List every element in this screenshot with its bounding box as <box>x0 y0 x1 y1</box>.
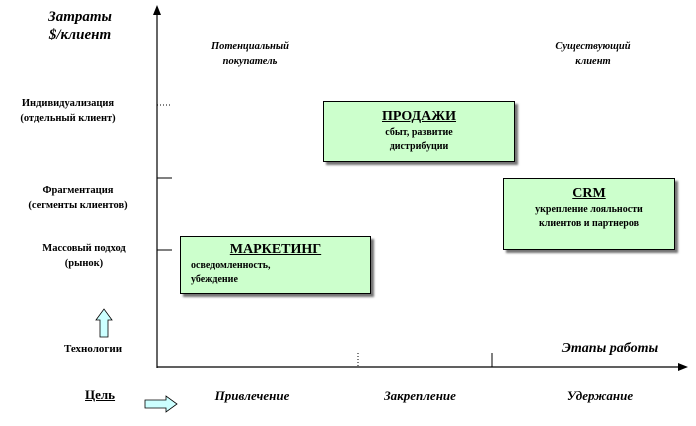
y-axis-title-line2: $/клиент <box>48 27 112 43</box>
level-individual-line2: (отдельный клиент) <box>20 113 116 124</box>
crm-desc-line2: клиентов и партнеров <box>538 218 640 229</box>
sales-title: ПРОДАЖИ <box>381 109 457 124</box>
existing-client-label: Существующий клиент <box>528 39 658 69</box>
potential-buyer-line2: покупатель <box>222 56 278 67</box>
y-axis-title: Затраты $/клиент <box>20 8 140 44</box>
level-individual-line1: Индивидуализация <box>21 98 115 109</box>
y-axis-title-line1: Затраты <box>48 9 112 25</box>
level-mass-line1: Массовый подход <box>42 243 126 254</box>
y-axis-arrowhead <box>153 5 161 15</box>
level-fragment-line2: (сегменты клиентов) <box>28 200 128 211</box>
x-axis-title: Этапы работы <box>561 341 659 356</box>
level-label-individual: Индивидуализация (отдельный клиент) <box>0 96 136 126</box>
technology-up-arrow-icon <box>95 308 113 338</box>
crm-desc-line1: укрепление лояльности <box>535 204 643 215</box>
level-mass-line2: (рынок) <box>64 258 104 269</box>
stage-attraction: Привлечение <box>214 388 290 403</box>
potential-buyer-label: Потенциальный покупатель <box>185 39 315 69</box>
crm-box: CRM укрепление лояльности клиентов и пар… <box>503 178 675 250</box>
marketing-title: МАРКЕТИНГ <box>229 242 322 257</box>
goal-label: Цель <box>85 387 116 402</box>
marketing-desc-line2: убеждение <box>191 274 238 285</box>
goal-right-arrow-icon <box>144 395 178 413</box>
sales-desc-line1: сбыт, развитие <box>385 127 453 138</box>
stage-retention: Закрепление <box>384 388 456 403</box>
crm-title: CRM <box>572 186 606 201</box>
sales-desc-line2: дистрибуции <box>389 141 449 152</box>
level-fragment-line1: Фрагментация <box>42 185 114 196</box>
existing-client-line2: клиент <box>575 56 611 67</box>
marketing-desc-line1: осведомленность, <box>191 260 271 271</box>
potential-buyer-line1: Потенциальный <box>210 41 289 52</box>
technology-label: Технологии <box>63 343 123 355</box>
stage-keeping: Удержание <box>566 388 634 403</box>
level-label-mass: Массовый подход (рынок) <box>16 241 152 271</box>
existing-client-line1: Существующий <box>555 41 631 52</box>
level-label-fragment: Фрагментация (сегменты клиентов) <box>10 183 146 213</box>
x-axis-arrowhead <box>678 363 688 371</box>
sales-box: ПРОДАЖИ сбыт, развитие дистрибуции <box>323 101 515 162</box>
marketing-box: МАРКЕТИНГ осведомленность, убеждение <box>180 236 371 294</box>
